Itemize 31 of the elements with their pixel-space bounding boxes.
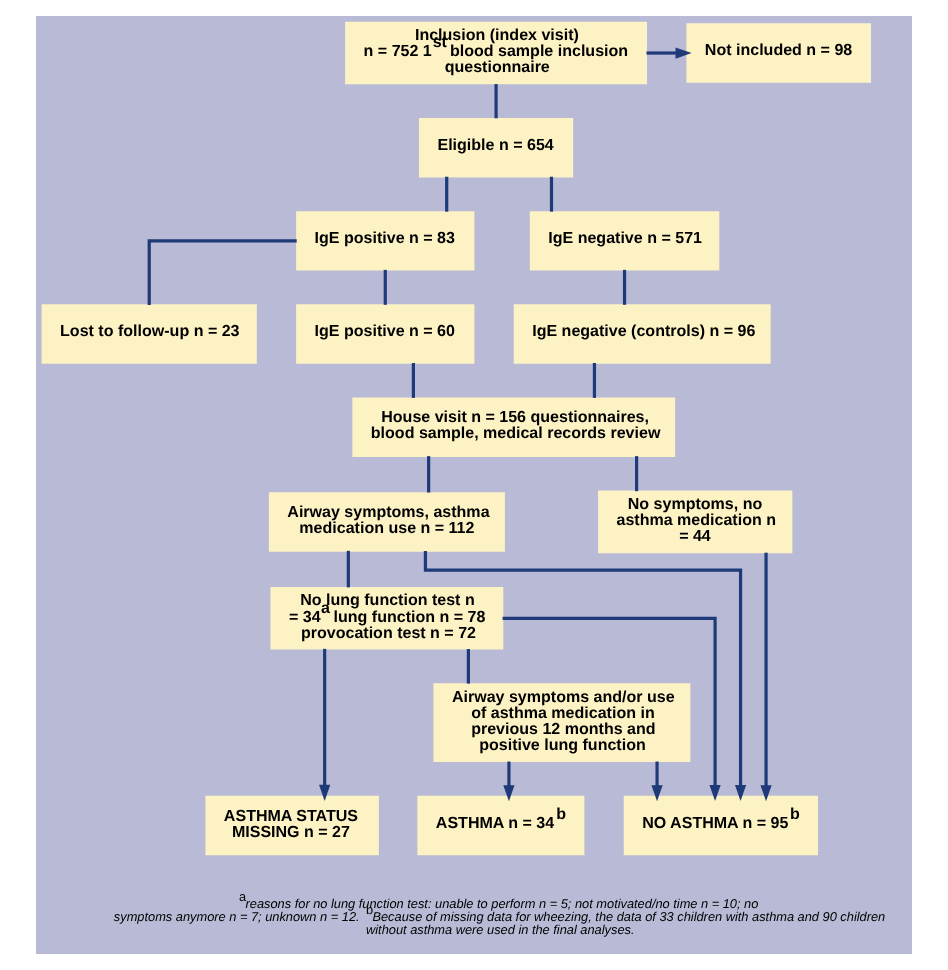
connector	[592, 363, 597, 398]
connector	[549, 176, 554, 212]
connector	[346, 550, 350, 588]
connector	[635, 456, 639, 492]
connector	[466, 649, 470, 684]
arrow	[423, 551, 747, 801]
node-box: Eligible n = 654	[419, 118, 574, 178]
node-box: IgE negative (controls) n = 96	[513, 304, 771, 364]
node-box: Airway symptoms and/or use of asthma medication in previous 12 months and positive lung function	[433, 683, 691, 762]
arrow	[503, 761, 515, 802]
node-box: Lost to follow-up n = 23	[41, 304, 257, 364]
arrow	[760, 552, 772, 802]
connector	[411, 363, 415, 398]
connector	[622, 269, 627, 305]
node-box: House visit n = 156 questionnaires, blood sample, medical records review	[352, 397, 676, 457]
node-box: Airway symptoms, asthma medication use n = 112	[268, 492, 505, 552]
node-box: IgE negative n = 571	[529, 211, 720, 271]
node-box: IgE positive n = 83	[296, 211, 475, 271]
arrow	[319, 648, 331, 801]
arrow	[646, 47, 692, 59]
connector	[383, 269, 387, 305]
connector	[427, 456, 431, 493]
node-box: IgE positive n = 60	[296, 304, 475, 364]
connector	[494, 84, 498, 119]
connector	[445, 176, 449, 212]
node-box: No symptoms, no asthma medication n = 44	[598, 490, 793, 554]
node-box: ASTHMA STATUS MISSING n = 27	[205, 795, 379, 856]
arrow	[502, 616, 721, 802]
arrow	[651, 761, 663, 802]
connector	[147, 239, 297, 306]
node-box: Not included n = 98	[686, 23, 872, 83]
